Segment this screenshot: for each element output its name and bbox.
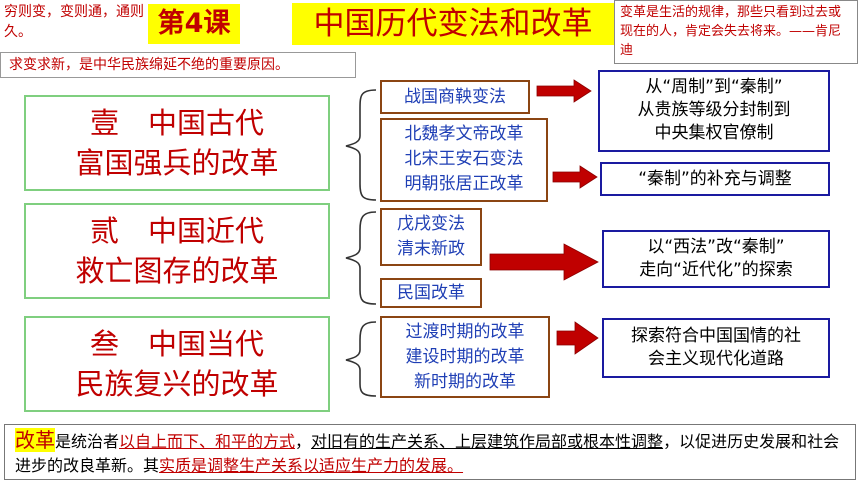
definition-text: ，以促进历史发展和社会进步的改良革新。其 [15,432,840,475]
result-line: 以“西法”改“秦制” [647,237,785,257]
era-ancient-line2: 富国强兵的改革 [75,146,279,180]
reform-item: 北魏孝文帝改革 [404,124,524,144]
era-contemporary: 叁 中国当代 民族复兴的改革 [24,316,330,412]
bracket-contemporary-icon [345,321,377,397]
result-line: 走向“近代化”的探索 [639,260,793,280]
result-line: 中央集权官僚制 [654,123,774,143]
reform-item: 民国改革 [397,283,465,303]
result-qin-adjustment: “秦制”的补充与调整 [600,162,830,196]
reform-item: 戊戌变法 [397,214,465,234]
right-quote: 变革是生活的规律，那些只看到过去或现在的人，肯定会失去将来。——肯尼迪 [614,0,858,64]
era-modern-line1: 贰 中国近代 [89,214,264,248]
reform-box-contemporary: 过渡时期的改革 建设时期的改革 新时期的改革 [380,316,550,398]
bracket-modern-icon [345,211,377,305]
reform-item: 战国商鞅变法 [404,87,506,107]
reform-item: 清末新政 [397,239,465,259]
result-line: 会主义现代化道路 [648,349,784,369]
reform-box-shang-yang: 战国商鞅变法 [380,80,530,114]
arrow-2-icon [552,165,598,189]
era-ancient: 壹 中国古代 富国强兵的改革 [24,95,330,191]
reform-item: 明朝张居正改革 [404,174,524,194]
reform-box-late-qing: 戊戌变法 清末新政 [380,208,482,266]
era-contemporary-line1: 叁 中国当代 [89,327,264,361]
result-western-methods: 以“西法”改“秦制” 走向“近代化”的探索 [602,230,830,288]
definition-object: 对旧有的生产关系、上层建筑作局部或根本性调整 [311,432,664,451]
result-line: 探索符合中国国情的社 [631,326,801,346]
reform-box-ancient-later: 北魏孝文帝改革 北宋王安石变法 明朝张居正改革 [380,118,548,202]
reform-item: 建设时期的改革 [405,347,525,367]
era-ancient-line1: 壹 中国古代 [89,106,264,140]
reform-item: 过渡时期的改革 [405,322,525,342]
arrow-4-icon [556,321,599,355]
era-contemporary-line2: 民族复兴的改革 [75,367,279,401]
result-line: “秦制”的补充与调整 [638,169,792,189]
definition-method: 以自上而下、和平的方式 [119,432,296,451]
era-modern: 贰 中国近代 救亡图存的改革 [24,203,330,299]
reform-definition: 改革是统治者以自上而下、和平的方式，对旧有的生产关系、上层建筑作局部或根本性调整… [4,424,856,480]
motto-box: 求变求新，是中华民族绵延不绝的重要原因。 [0,52,356,78]
result-line: 从贵族等级分封制到 [637,100,791,120]
arrow-3-icon [489,243,599,281]
reform-item: 北宋王安石变法 [404,149,524,169]
definition-text: ， [295,432,312,451]
arrow-1-icon [536,79,592,103]
definition-text: 是统治者 [55,432,120,451]
era-modern-line2: 救亡图存的改革 [75,254,279,288]
result-zhou-to-qin: 从“周制”到“秦制” 从贵族等级分封制到 中央集权官僚制 [598,70,830,152]
lesson-number: 第4课 [148,4,240,44]
bracket-ancient-icon [345,89,377,201]
definition-term: 改革 [15,428,55,452]
left-quote: 穷则变，变则通，通则久。 [4,4,144,40]
reform-item: 新时期的改革 [414,372,516,392]
result-socialist-path: 探索符合中国国情的社 会主义现代化道路 [602,318,830,378]
reform-box-republic: 民国改革 [380,278,482,308]
lesson-title: 中国历代变法和改革 [292,3,614,45]
result-line: 从“周制”到“秦制” [645,77,783,97]
definition-essence: 实质是调整生产关系以适应生产力的发展。 [159,456,464,475]
